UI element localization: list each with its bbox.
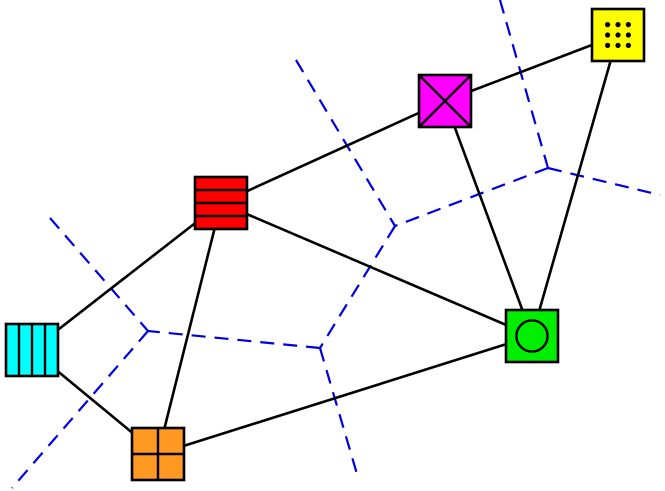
boundary-line-5 (319, 225, 396, 349)
node-green-circle (504, 308, 560, 364)
edge-red-stripes-to-green-circle (220, 201, 533, 338)
boundary-line-7 (147, 329, 321, 350)
edge-red-stripes-to-magenta-x (220, 99, 446, 205)
dot-mark (605, 32, 611, 38)
boundary-line-1 (498, 0, 550, 169)
boundary-line-2 (547, 166, 661, 197)
boundary-line-3 (394, 166, 549, 228)
dot-mark (615, 32, 621, 38)
node-orange-grid (130, 426, 186, 482)
node-box (504, 308, 560, 364)
dot-mark (615, 22, 621, 28)
graph-nodes (4, 7, 646, 482)
boundary-line-8 (49, 217, 149, 332)
cross-mark (418, 74, 472, 128)
dot-mark (605, 22, 611, 28)
edge-yellow-dots-to-green-circle (530, 34, 620, 337)
edge-red-stripes-to-orange-grid (156, 202, 223, 455)
dot-mark (625, 42, 632, 49)
dot-mark (605, 42, 611, 49)
edge-red-stripes-to-cyan-stripes (31, 201, 222, 352)
dot-mark (625, 22, 632, 28)
boundary-line-9 (11, 330, 149, 489)
dot-mark (625, 32, 632, 38)
edge-orange-grid-to-green-circle (157, 334, 533, 456)
voronoi-boundaries (11, 0, 661, 489)
node-magenta-x (417, 73, 473, 129)
circle-mark (515, 319, 549, 353)
node-red-stripes (193, 175, 249, 231)
boundary-line-4 (295, 59, 396, 227)
node-yellow-dots (590, 7, 646, 63)
edge-magenta-x-to-yellow-dots (444, 33, 619, 103)
node-cyan-stripes (4, 322, 60, 378)
edge-magenta-x-to-green-circle (443, 100, 534, 337)
dot-mark (615, 42, 621, 49)
